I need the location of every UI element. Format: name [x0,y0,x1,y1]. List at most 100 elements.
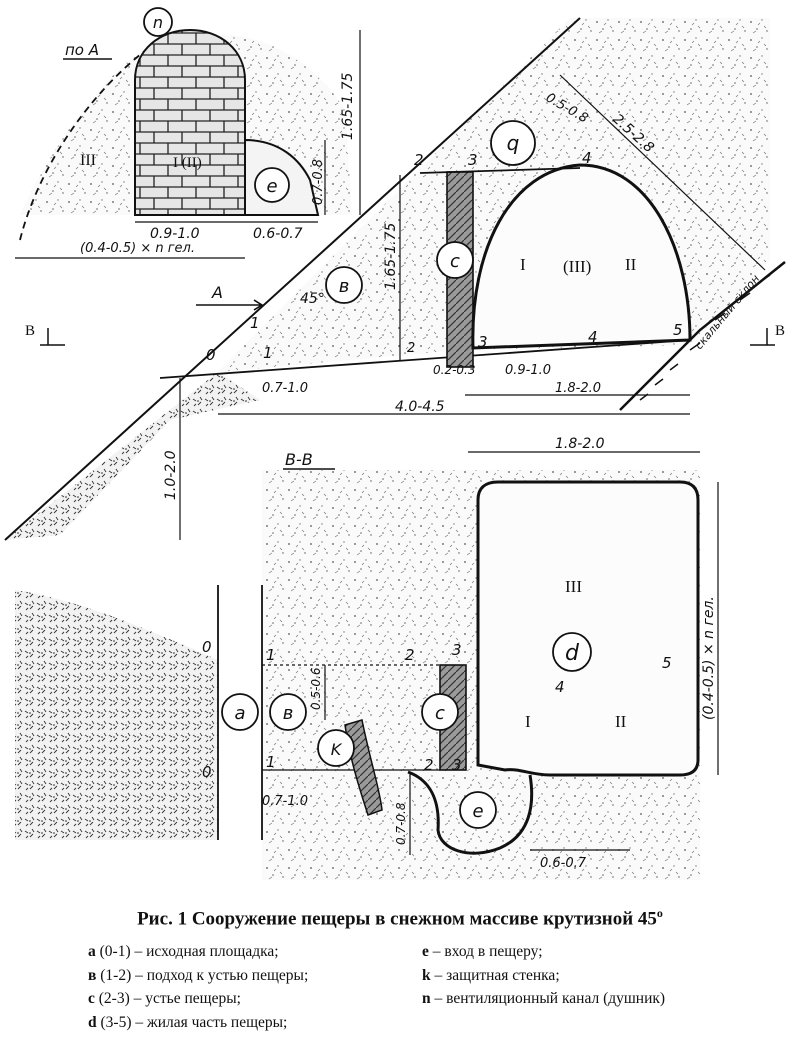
view-a-dim-width: 0.9-1.0 [150,226,200,242]
view-a-brick-wall [134,28,246,216]
legend-text: – защитная стенка; [434,966,560,984]
side-point-2a: 2 [414,151,424,169]
side-point-3b: 3 [478,333,488,351]
bb-entrance-label: e [472,801,483,822]
rock-slope [619,261,786,411]
bb-mouth-label: c [435,703,445,724]
bb-dim-width: 1.8-2.0 [555,436,605,452]
bb-point-4: 4 [555,678,565,696]
side-point-1b: 1 [263,344,273,362]
bb-point-2a: 2 [405,646,415,664]
legend-key: k [422,966,431,984]
bb-wall-label: K [331,740,343,759]
legend-key: e [422,943,429,960]
view-a-entrance-circle [254,167,290,203]
bb-point-5: 5 [662,654,672,672]
side-dim-drop: 1.0-2.0 [163,450,179,500]
slope-line [4,17,581,541]
bb-point-1b: 1 [266,753,276,771]
legend-item-e: e – вход в пещеру; [422,940,665,964]
side-point-5: 5 [673,321,683,339]
bb-dim-depth: (0.4-0.5) × n гел. [701,596,717,720]
side-zone-3: (III) [563,257,591,276]
side-zone-2: II [625,255,637,274]
side-dim-mouth-height: 1.65-1.75 [383,223,399,290]
legend-right: e – вход в пещеру; k – защитная стенка; … [422,940,665,1011]
section-bb: В-В d a в c K e III I II 0 [15,436,719,880]
legend-item-b: в (1-2) – подход к устью пещеры; [88,964,308,988]
side-cave-dome [471,163,692,350]
bb-platform-label: a [234,703,245,724]
section-marker-right: В [775,323,785,339]
bb-living-room [476,480,700,777]
legend-range: (3-5) [100,1013,132,1031]
figure-caption-degree: o [656,906,663,920]
side-section: q c в I (III) II 0 1 1 2 2 3 3 4 4 5 А 4… [4,17,786,541]
side-dim-total: 4.0-4.5 [395,399,445,415]
bb-zone-top: III [565,577,582,596]
bb-point-0b: 0 [202,763,212,781]
bb-point-1a: 1 [266,646,276,664]
view-a: n e по А III I (II) 0.9-1.0 0.6-0.7 (0.4… [15,7,361,259]
side-dim-platform: 0.7-1.0 [262,381,308,396]
view-a-wall-label: I (II) [173,155,202,171]
legend-text: – исходная площадка; [134,943,279,960]
view-a-dim-total-width: (0.4-0.5) × n гел. [80,241,195,256]
legend-range: (0-1) [99,943,131,960]
legend-left: a (0-1) – исходная площадка; в (1-2) – п… [88,940,308,1034]
bb-point-3a: 3 [452,641,462,659]
bb-point-3b: 3 [452,756,462,774]
legend-key: d [88,1013,97,1031]
side-zone-1: I [520,255,526,274]
bb-entrance-pit [407,770,534,855]
section-marker-left: В [25,323,35,339]
side-point-2b: 2 [407,341,415,356]
bb-zone-right: II [615,712,627,731]
legend-key: в [88,966,97,984]
bb-living-label: d [565,641,580,666]
view-a-dim-entrance-width: 0.6-0.7 [253,226,303,242]
side-mouth-label: c [450,251,460,272]
legend-item-n: n – вентиляционный канал (душник) [422,987,665,1011]
side-point-0: 0 [206,346,216,364]
side-point-1a: 1 [250,314,260,332]
legend-text: – жилая часть пещеры; [135,1013,288,1031]
legend-item-k: k – защитная стенка; [422,964,665,988]
figure-caption-text: Рис. 1 Сооружение пещеры в снежном масси… [137,908,657,930]
arrow-a-label: А [211,283,223,302]
figure-caption: Рис. 1 Сооружение пещеры в снежном масси… [0,906,800,930]
legend-item-a: a (0-1) – исходная площадка; [88,940,308,964]
legend-text: – вентиляционный канал (душник) [434,990,666,1007]
side-point-3a: 3 [468,151,478,169]
bb-dim-entrance-height: 0.7-0.8 [394,802,408,845]
view-a-vent-label: n [153,13,163,32]
legend-key: a [88,943,96,960]
legend-text: – вход в пещеру; [432,943,543,960]
legend-item-d: d (3-5) – жилая часть пещеры; [88,1011,308,1035]
bb-approach-label: в [283,703,294,724]
legend-text: – устье пещеры; [133,990,241,1007]
view-a-vent-circle [143,7,173,37]
bb-zone-left: I [525,712,531,731]
legend-text: – подход к устью пещеры; [135,966,309,984]
side-dim-living: 1.8-2.0 [555,381,601,396]
view-a-entrance-label: e [266,176,277,197]
side-dim-wall: 0.2-0.3 [433,363,476,377]
side-point-4a: 4 [582,149,592,167]
bb-dim-platform: 0.7-1.0 [262,794,308,809]
bb-dim-entrance-width: 0.6-0.7 [540,856,587,871]
side-point-4b: 4 [588,328,598,346]
view-a-dim-entrance-height: 0.7-0.8 [311,159,326,205]
cave-construction-drawing: n e по А III I (II) 0.9-1.0 0.6-0.7 (0.4… [4,7,786,880]
view-a-zone-label: III [80,152,96,169]
bb-point-2b: 2 [424,756,434,774]
side-approach-label: в [339,276,350,297]
view-a-dim-height: 1.65-1.75 [340,73,356,140]
legend-item-c: c (2-3) – устье пещеры; [88,987,308,1011]
section-bb-title: В-В [285,450,313,469]
side-vent-label: q [507,131,520,155]
legend-key: c [88,990,95,1007]
view-a-title: по А [65,41,99,59]
slope-angle: 45° [300,291,325,307]
legend-range: (1-2) [100,966,132,984]
